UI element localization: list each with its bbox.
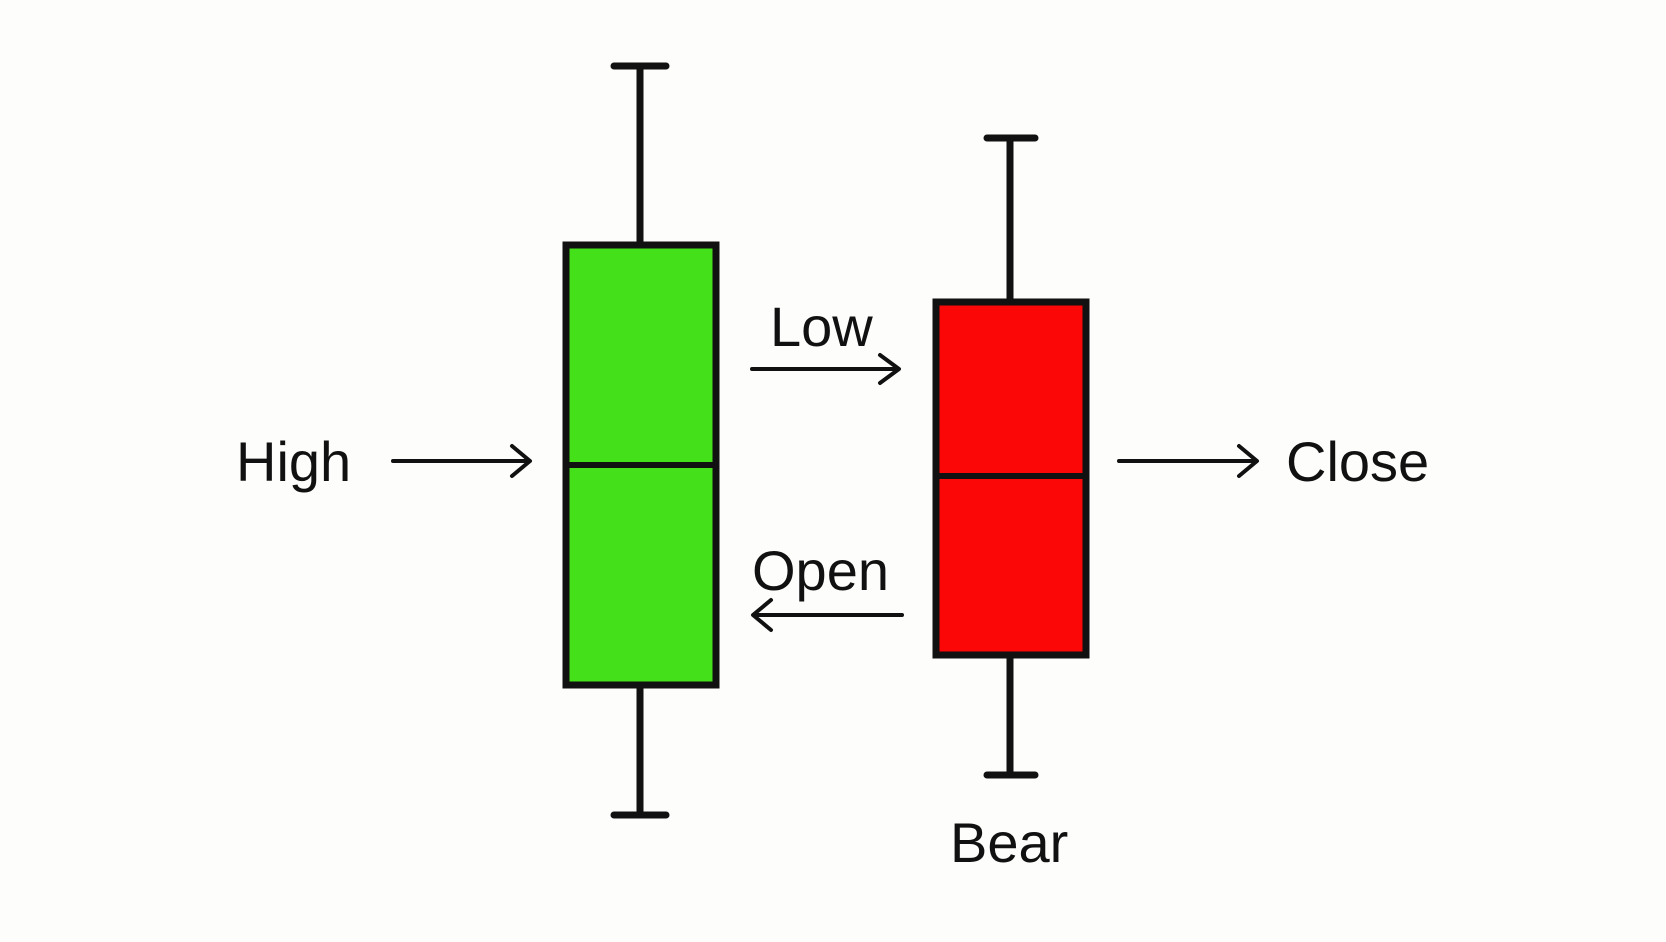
open-label: Open [752,539,889,602]
close-label: Close [1286,430,1429,493]
high-arrow [391,444,532,478]
bear-label: Bear [950,811,1068,874]
close-arrow [1117,444,1259,478]
high-label: High [236,430,351,493]
low-arrow [750,353,901,385]
open-arrow [751,598,904,632]
bull-candle [562,62,720,819]
low-label: Low [770,295,873,358]
bear-candle [932,134,1090,779]
